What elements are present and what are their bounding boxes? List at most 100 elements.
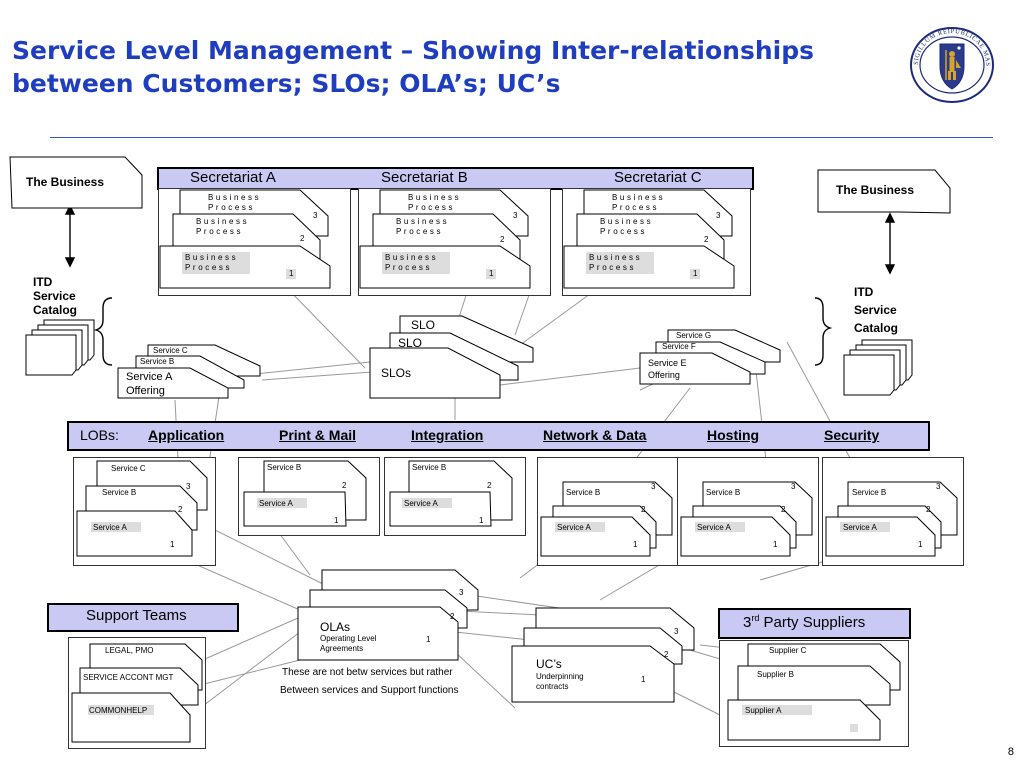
olas-label: OLAs [320, 620, 351, 634]
slo-label-2: SLO [398, 336, 423, 350]
security-service-a: Service A [843, 523, 877, 532]
integration-service-a: Service A [404, 499, 438, 508]
network-service-b: Service B [566, 488, 601, 497]
hosting-service-b: Service B [706, 488, 741, 497]
print-num-2: 2 [342, 481, 347, 490]
security-num-2: 2 [926, 505, 931, 514]
app-num-1: 1 [170, 540, 175, 549]
lob-application[interactable]: Application [148, 427, 225, 443]
suppliers-label-main: 3 [743, 614, 752, 631]
business-right-label: The Business [836, 183, 915, 197]
ucs-label: UC’s [536, 657, 562, 671]
offering-right-front: Service E Offering [648, 358, 687, 380]
process-num-c2: 2 [704, 235, 709, 244]
offering-right-top: Service G [676, 331, 712, 340]
title-rule [50, 137, 993, 138]
integration-num-1: 1 [479, 516, 484, 525]
lob-print-mail[interactable]: Print & Mail [279, 427, 357, 443]
suppliers-header [718, 608, 911, 639]
page-number: 8 [1007, 746, 1014, 758]
app-service-c: Service C [111, 464, 146, 473]
integration-service-b: Service B [412, 463, 447, 472]
lob-security[interactable]: Security [824, 427, 880, 443]
ucs-num-1: 1 [641, 675, 646, 684]
print-service-b: Service B [267, 463, 302, 472]
secretariat-a-label[interactable]: Secretariat A [190, 169, 276, 186]
ucs-sub: Underpinning contracts [536, 672, 584, 691]
secretariat-b-label[interactable]: Secretariat B [381, 169, 468, 186]
network-service-a: Service A [557, 523, 591, 532]
process-num-a1: 1 [289, 269, 294, 278]
app-num-3: 3 [186, 482, 191, 491]
hosting-num-2: 2 [781, 505, 786, 514]
suppliers-label: 3rd Party Suppliers [743, 613, 865, 631]
integration-num-2: 2 [487, 481, 492, 490]
process-label-c3: Business Process [612, 193, 666, 212]
process-label-c2: Business Process [600, 217, 654, 236]
catalog-right-label: ITD Service Catalog [854, 285, 899, 335]
security-num-3: 3 [936, 482, 941, 491]
print-service-a: Service A [259, 499, 293, 508]
process-label-b3: Business Process [408, 193, 462, 212]
offering-left-mid: Service B [140, 357, 175, 366]
olas-sub: Operating Level Agreements [320, 634, 377, 653]
support-teams-label: Support Teams [86, 607, 187, 624]
suppliers-label-rest: Party Suppliers [759, 614, 866, 631]
slide-title: Service Level Management – Showing Inter… [12, 36, 814, 98]
process-num-b2: 2 [500, 235, 505, 244]
olas-num-3: 3 [459, 588, 464, 597]
supplier-b: Supplier B [757, 670, 794, 679]
slo-label-3: SLOs [381, 366, 412, 380]
secretariat-c-label[interactable]: Secretariat C [614, 169, 702, 186]
lob-hosting[interactable]: Hosting [707, 427, 760, 443]
lob-prefix: LOBs: [80, 427, 119, 443]
supplier-a: Supplier A [745, 706, 782, 715]
app-num-2: 2 [178, 505, 183, 514]
ucs-num-3: 3 [674, 627, 679, 636]
lob-network-data[interactable]: Network & Data [543, 427, 647, 443]
olas-num-1: 1 [426, 635, 431, 644]
security-service-b: Service B [852, 488, 887, 497]
lob-integration[interactable]: Integration [411, 427, 484, 443]
network-num-2: 2 [641, 505, 646, 514]
olas-num-2: 2 [450, 612, 455, 621]
process-label-a1: Business Process [185, 253, 239, 272]
process-num-a3: 3 [313, 211, 318, 220]
network-num-3: 3 [651, 482, 656, 491]
support-teams-header [47, 603, 239, 632]
suppliers-label-sup: rd [751, 613, 760, 623]
slo-label-1: SLO [411, 318, 436, 332]
ucs-num-2: 2 [664, 650, 669, 659]
process-num-a2: 2 [300, 234, 305, 243]
process-label-b1: Business Process [385, 253, 439, 272]
app-service-b: Service B [102, 488, 137, 497]
note-line-1: These are not betw services but rather [282, 667, 453, 678]
hosting-num-3: 3 [791, 482, 796, 491]
hosting-service-a: Service A [697, 523, 731, 532]
security-num-1: 1 [918, 540, 923, 549]
offering-left-front: Service A Offering [126, 371, 172, 397]
process-label-a3: Business Process [208, 193, 262, 212]
business-left-label: The Business [26, 175, 105, 189]
support-team-commonhelp: COMMONHELP [89, 706, 148, 715]
process-label-c1: Business Process [589, 253, 643, 272]
support-team-legal-pmo: LEGAL, PMO [105, 646, 154, 655]
catalog-left-label: ITD Service Catalog [33, 275, 78, 317]
process-num-b1: 1 [489, 269, 494, 278]
supplier-c: Supplier C [769, 646, 807, 655]
process-num-c1: 1 [693, 269, 698, 278]
network-num-1: 1 [633, 540, 638, 549]
note-line-2: Between services and Support functions [280, 685, 459, 696]
